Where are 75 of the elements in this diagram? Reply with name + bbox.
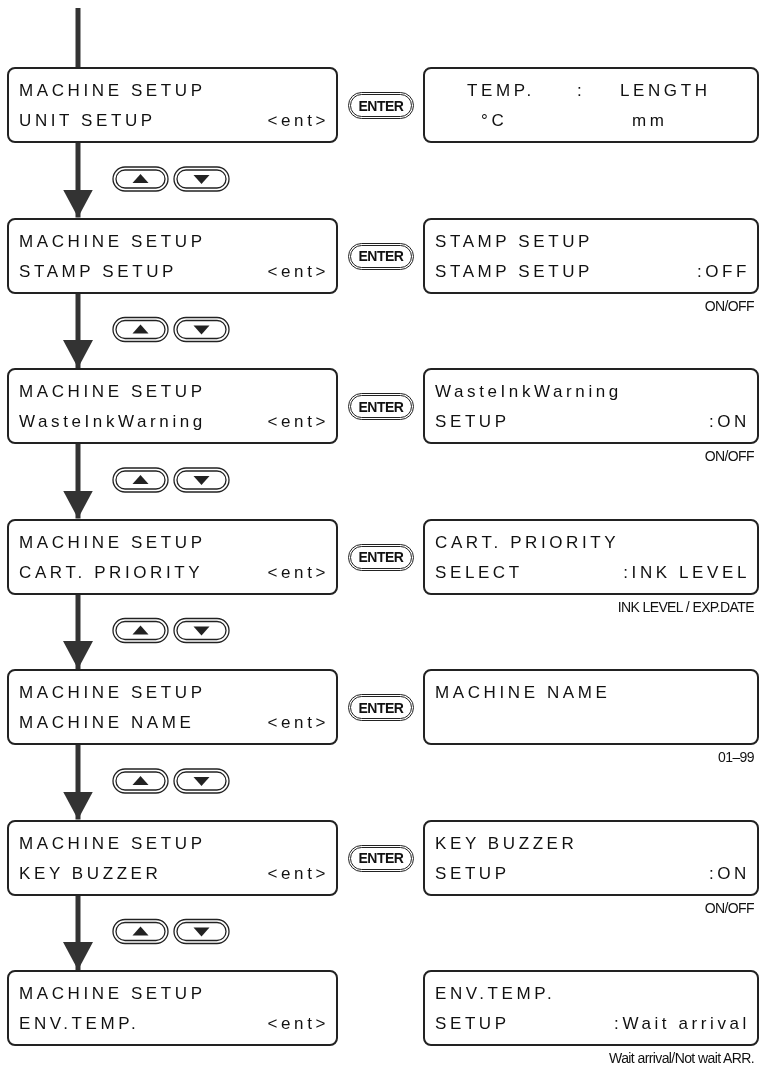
lcd-display bbox=[423, 970, 759, 1046]
lcd-display bbox=[7, 217, 338, 294]
display-text: SETUP bbox=[435, 412, 510, 432]
display-text: KEY BUZZER bbox=[19, 863, 162, 884]
display-text: CART. PRIORITY bbox=[435, 532, 620, 553]
display-text: TEMP. bbox=[467, 81, 535, 101]
lcd-display bbox=[423, 518, 759, 595]
display-text: UNIT SETUP bbox=[19, 111, 156, 131]
display-text: SETUP bbox=[435, 1014, 510, 1034]
display-text: MACHINE SETUP bbox=[19, 532, 206, 553]
display-text: <ent> bbox=[267, 713, 329, 733]
enter-key: ENTER bbox=[348, 242, 414, 270]
display-text: MACHINE NAME bbox=[435, 683, 611, 703]
display-text: <ent> bbox=[267, 412, 329, 432]
display-text: :OFF bbox=[696, 261, 750, 282]
option-range-note: ON/OFF bbox=[704, 899, 754, 916]
display-text: STAMP SETUP bbox=[435, 231, 593, 252]
flow-arrow bbox=[63, 444, 93, 519]
display-text: SELECT bbox=[435, 562, 523, 583]
display-text: MACHINE SETUP bbox=[19, 231, 206, 252]
flow-arrow bbox=[63, 293, 93, 368]
display-text: :INK LEVEL bbox=[623, 562, 750, 583]
option-range-note: ON/OFF bbox=[704, 297, 754, 314]
enter-key: ENTER bbox=[348, 393, 414, 420]
lcd-display bbox=[423, 217, 759, 294]
option-range-note: ON/OFF bbox=[704, 448, 754, 464]
display-text: LENGTH bbox=[620, 81, 711, 101]
display-text: MACHINE SETUP bbox=[19, 382, 206, 402]
lcd-display bbox=[423, 368, 759, 444]
option-range-note: INK LEVEL / EXP.DATE bbox=[617, 598, 754, 615]
display-text: :ON bbox=[708, 412, 750, 432]
display-text: <ent> bbox=[267, 562, 329, 583]
flow-arrow bbox=[63, 745, 93, 820]
connector-line bbox=[75, 8, 81, 67]
display-text: : bbox=[577, 81, 586, 101]
lcd-display bbox=[423, 67, 759, 143]
lcd-display bbox=[7, 67, 338, 143]
display-text: °C bbox=[481, 111, 508, 131]
lcd-display bbox=[7, 970, 338, 1046]
lcd-display bbox=[423, 819, 759, 896]
display-text: KEY BUZZER bbox=[435, 833, 578, 854]
lcd-display bbox=[7, 669, 338, 745]
option-range-note: Wait arrival/Not wait ARR. bbox=[609, 1050, 754, 1066]
option-range-note: 01–99 bbox=[718, 749, 754, 765]
display-text: ENV.TEMP. bbox=[19, 1014, 140, 1034]
display-text: CART. PRIORITY bbox=[19, 562, 204, 583]
flow-arrow bbox=[63, 594, 93, 669]
display-text: SETUP bbox=[435, 863, 510, 884]
display-text: <ent> bbox=[267, 261, 329, 282]
display-text: :Wait arrival bbox=[614, 1014, 750, 1034]
flow-arrow bbox=[63, 895, 93, 970]
display-text: <ent> bbox=[267, 1014, 329, 1034]
display-text: MACHINE SETUP bbox=[19, 984, 206, 1004]
display-text: STAMP SETUP bbox=[19, 261, 177, 282]
display-text: MACHINE SETUP bbox=[19, 683, 206, 703]
display-text: STAMP SETUP bbox=[435, 261, 593, 282]
display-text: <ent> bbox=[267, 111, 329, 131]
lcd-display bbox=[423, 669, 759, 745]
flow-arrow bbox=[63, 143, 93, 218]
lcd-display bbox=[7, 518, 338, 595]
display-text: MACHINE SETUP bbox=[19, 81, 206, 101]
enter-key: ENTER bbox=[348, 694, 414, 721]
display-text: mm bbox=[632, 111, 668, 131]
display-text: <ent> bbox=[267, 863, 329, 884]
display-text: MACHINE NAME bbox=[19, 713, 195, 733]
display-text: MACHINE SETUP bbox=[19, 833, 206, 854]
display-text: WasteInkWarning bbox=[19, 412, 206, 432]
display-text: :ON bbox=[708, 863, 750, 884]
enter-key: ENTER bbox=[348, 92, 414, 119]
lcd-display bbox=[7, 819, 338, 896]
lcd-display bbox=[7, 368, 338, 444]
enter-key: ENTER bbox=[348, 844, 414, 872]
display-text: ENV.TEMP. bbox=[435, 984, 556, 1004]
display-text: WasteInkWarning bbox=[435, 382, 622, 402]
enter-key: ENTER bbox=[348, 543, 414, 571]
